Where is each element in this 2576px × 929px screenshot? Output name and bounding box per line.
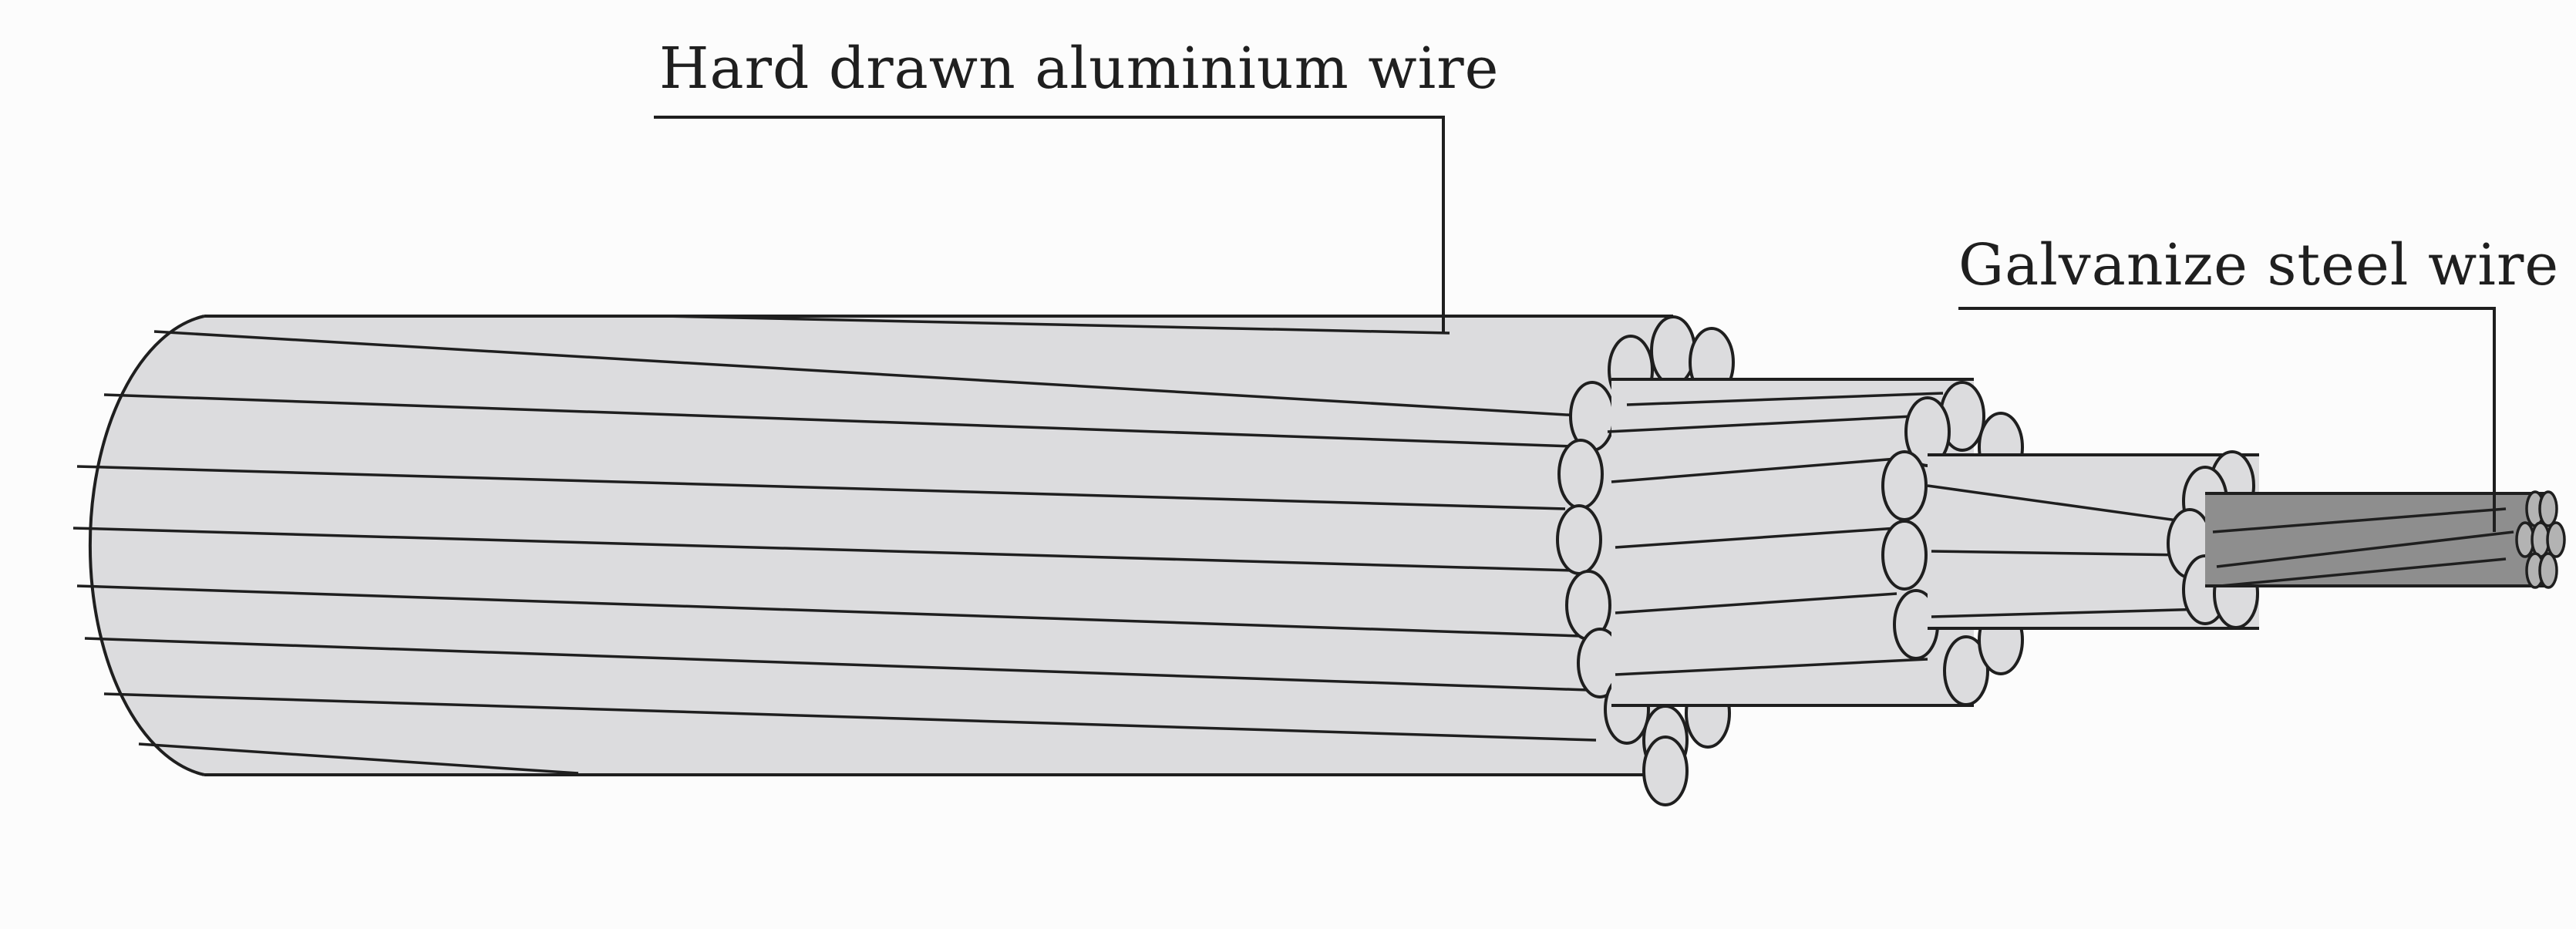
middle-layer-strand-line [1611,457,1897,483]
steel-wire-label: Galvanize steel wire [1958,232,2560,298]
middle-layer-strand-line [1626,392,1944,406]
outer-layer-strand-line [662,315,1450,335]
outer-layer-strand-line [76,584,1581,638]
middle-layer-strand-end [1881,450,1928,521]
outer-layer-strand-line [153,330,1658,422]
middle-layer-strand-line [1615,527,1897,549]
middle-layer-strand-end [1881,520,1928,591]
middle-layer-strand-line [1615,592,1897,614]
leader-lines [654,116,2496,532]
steel-leader-line [1958,307,2496,532]
steel-core-strand-line [2220,557,2507,587]
middle-layer-strand-end [1943,635,1989,706]
outer-layer-strand-end [1556,504,1602,575]
conductor-cable [72,315,2566,806]
aluminium-wire-label: Hard drawn aluminium wire [659,35,1500,102]
outer-layer-strand-end [1642,735,1689,806]
outer-layer-strand-line [103,393,1597,449]
steel-core-strand-end [2538,490,2558,527]
steel-core-strand-line [2212,507,2507,534]
outer-layer-strand-line [84,637,1589,692]
outer-layer-body [89,316,1673,775]
outer-layer-strand-line [76,465,1566,510]
outer-layer-strand-line [138,742,579,775]
outer-layer-face-outline [88,315,205,776]
steel-core-strand-end [2538,552,2558,589]
outer-layer-strand-end [1557,439,1604,510]
outer-layer-strand-end [1650,315,1696,386]
aluminium-leader-line [654,116,1445,333]
outer-layer-strand-line [103,692,1597,742]
middle-layer-strand-line [1615,658,1928,676]
inner-layer-strand-line [1931,608,2206,618]
steel-core-strand-line [2216,530,2514,568]
middle-layer-strand-line [1607,415,1913,433]
outer-layer-strand-line [72,527,1574,572]
inner-layer-strand-line [1931,550,2187,557]
steel-core-strand-end [2546,521,2566,558]
inner-layer-strand-line [1927,484,2206,526]
